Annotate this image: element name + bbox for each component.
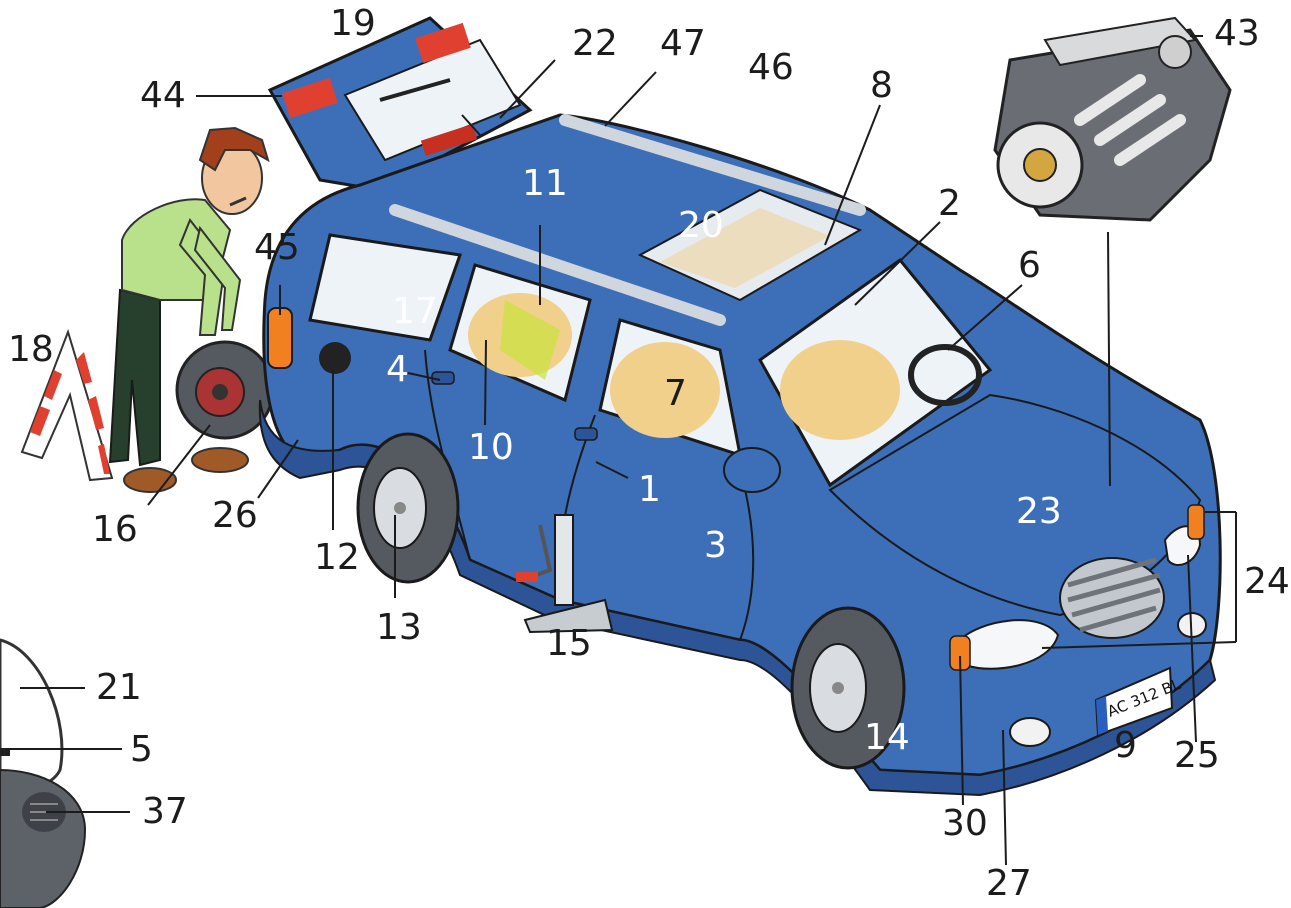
- rear-wheel: [356, 432, 460, 584]
- side-mirror-closeup: [0, 638, 87, 908]
- jack: [516, 514, 614, 634]
- front-wheel: [790, 606, 906, 770]
- man-changing-tire: [108, 126, 275, 493]
- warning-triangle: [20, 328, 114, 482]
- leader-lines: [6, 35, 1237, 866]
- car: AC 312 BL: [258, 16, 1222, 797]
- license-plate: AC 312 BL: [1094, 666, 1184, 737]
- engine: [993, 16, 1232, 222]
